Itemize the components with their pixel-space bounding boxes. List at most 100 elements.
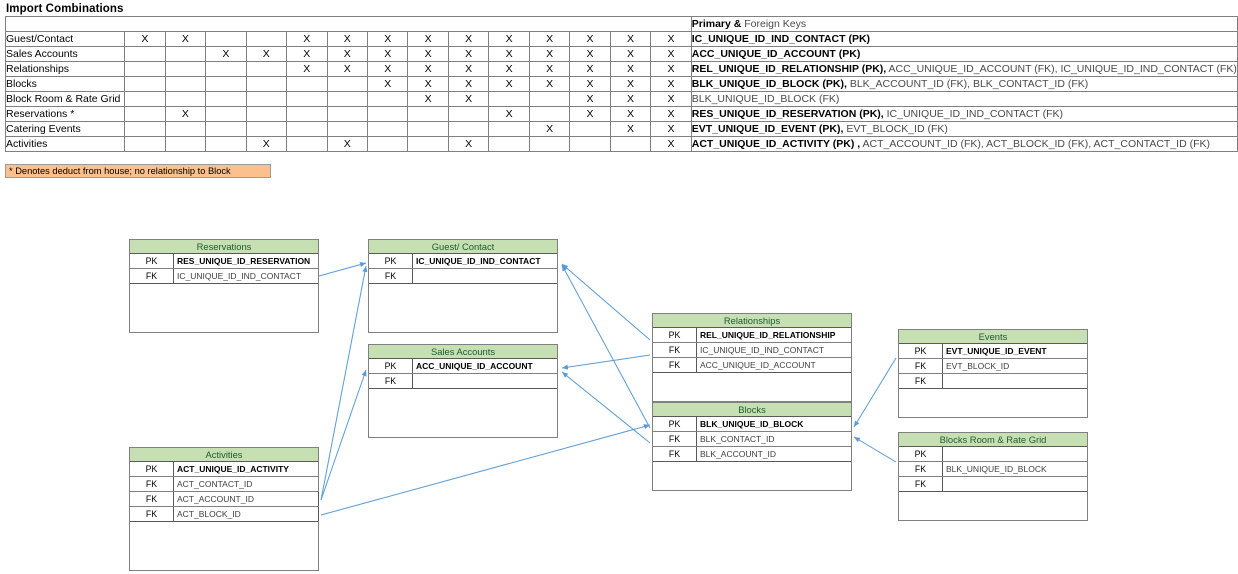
matrix-empty-cell	[164, 136, 207, 152]
entity-empty-area	[369, 284, 557, 332]
foreign-key-text: BLK_UNIQUE_ID_BLOCK (FK)	[691, 93, 840, 105]
entity-title: Sales Accounts	[369, 345, 557, 359]
entity-empty-area	[653, 373, 851, 401]
matrix-empty-cell	[205, 136, 247, 152]
connector-blocks-to-guest-contact	[561, 264, 651, 429]
entity-empty-area	[899, 492, 1087, 520]
matrix-empty-cell	[164, 121, 207, 137]
matrix-empty-cell	[366, 121, 409, 137]
entity-attribute-name	[413, 269, 557, 283]
entity-key-label: PK	[653, 328, 697, 342]
matrix-empty-cell	[407, 136, 449, 152]
entity-key-label: FK	[369, 269, 413, 283]
foreign-key-text: EVT_BLOCK_ID (FK)	[843, 123, 948, 135]
connector-relationships-to-sales-accounts	[561, 354, 651, 370]
matrix-row-label: Blocks	[4, 76, 126, 92]
matrix-mark-cell: X	[650, 121, 692, 137]
entity-key-label: PK	[899, 344, 943, 358]
matrix-empty-cell	[205, 61, 247, 77]
entity-key-label: PK	[653, 417, 697, 431]
matrix-mark-cell: X	[164, 31, 207, 47]
matrix-mark-cell: X	[326, 136, 368, 152]
matrix-mark-cell: X	[407, 76, 449, 92]
entity-attribute-row: FK	[899, 374, 1087, 389]
page-title: Import Combinations	[6, 3, 124, 15]
entity-attribute-name: ACC_UNIQUE_ID_ACCOUNT	[700, 360, 816, 370]
matrix-mark-cell: X	[447, 46, 490, 62]
entity-key-label: FK	[130, 507, 174, 521]
entity-key-label: FK	[130, 492, 174, 506]
matrix-mark-cell: X	[366, 61, 409, 77]
matrix-empty-cell	[286, 91, 328, 107]
matrix-empty-cell	[245, 91, 288, 107]
matrix-mark-cell: X	[407, 31, 449, 47]
entity-title: Activities	[130, 448, 318, 462]
matrix-mark-cell: X	[609, 106, 652, 122]
matrix-empty-cell	[124, 136, 166, 152]
matrix-keys-cell: ACT_UNIQUE_ID_ACTIVITY (PK) , ACT_ACCOUN…	[690, 136, 1238, 152]
matrix-empty-cell	[245, 61, 288, 77]
entity-attribute-row: PK	[899, 447, 1087, 462]
matrix-keys-cell: BLK_UNIQUE_ID_BLOCK (PK), BLK_ACCOUNT_ID…	[690, 76, 1238, 92]
matrix-keys-cell: BLK_UNIQUE_ID_BLOCK (FK)	[690, 91, 1238, 107]
matrix-mark-cell: X	[286, 31, 328, 47]
matrix-mark-cell: X	[488, 61, 530, 77]
entity-key-label: PK	[899, 447, 943, 461]
connector-reservations-to-guest-contact	[318, 262, 367, 277]
primary-key-text: RES_UNIQUE_ID_RESERVATION (PK),	[691, 108, 884, 120]
entity-title: Guest/ Contact	[369, 240, 557, 254]
matrix-mark-cell: X	[650, 106, 692, 122]
connector-events-to-blocks	[853, 357, 897, 428]
matrix-mark-cell: X	[488, 31, 530, 47]
matrix-keys-cell: ACC_UNIQUE_ID_ACCOUNT (PK)	[690, 46, 1238, 62]
entity-attribute-row: FK	[369, 269, 557, 284]
primary-key-text: IC_UNIQUE_ID_IND_CONTACT (PK)	[691, 33, 871, 45]
matrix-empty-cell	[124, 61, 166, 77]
keys-header-strong: Primary &	[691, 18, 742, 30]
entity-attribute-name: EVT_UNIQUE_ID_EVENT	[946, 346, 1047, 356]
matrix-header-row: Primary & Foreign Keys	[5, 16, 1238, 32]
matrix-header-spacer	[5, 16, 692, 32]
connector-blocks-room-rate-grid-to-blocks	[853, 436, 897, 463]
matrix-row-label: Relationships	[4, 61, 126, 77]
matrix-mark-cell: X	[569, 46, 611, 62]
matrix-mark-cell: X	[447, 31, 490, 47]
matrix-empty-cell	[205, 106, 247, 122]
matrix-empty-cell	[164, 91, 207, 107]
matrix-empty-cell	[205, 31, 247, 47]
matrix-mark-cell: X	[447, 91, 490, 107]
entity-key-label: FK	[899, 462, 943, 476]
legend-note: * Denotes deduct from house; no relation…	[5, 164, 271, 178]
entity-key-label: FK	[653, 432, 697, 446]
entity-key-label: FK	[369, 374, 413, 388]
entity-attribute-name: EVT_BLOCK_ID	[946, 361, 1010, 371]
entity-empty-area	[653, 462, 851, 490]
entity-empty-area	[130, 284, 318, 332]
matrix-empty-cell	[286, 136, 328, 152]
entity-key-label: PK	[130, 254, 174, 268]
matrix-mark-cell: X	[407, 91, 449, 107]
keys-column-header: Primary & Foreign Keys	[690, 16, 1238, 32]
